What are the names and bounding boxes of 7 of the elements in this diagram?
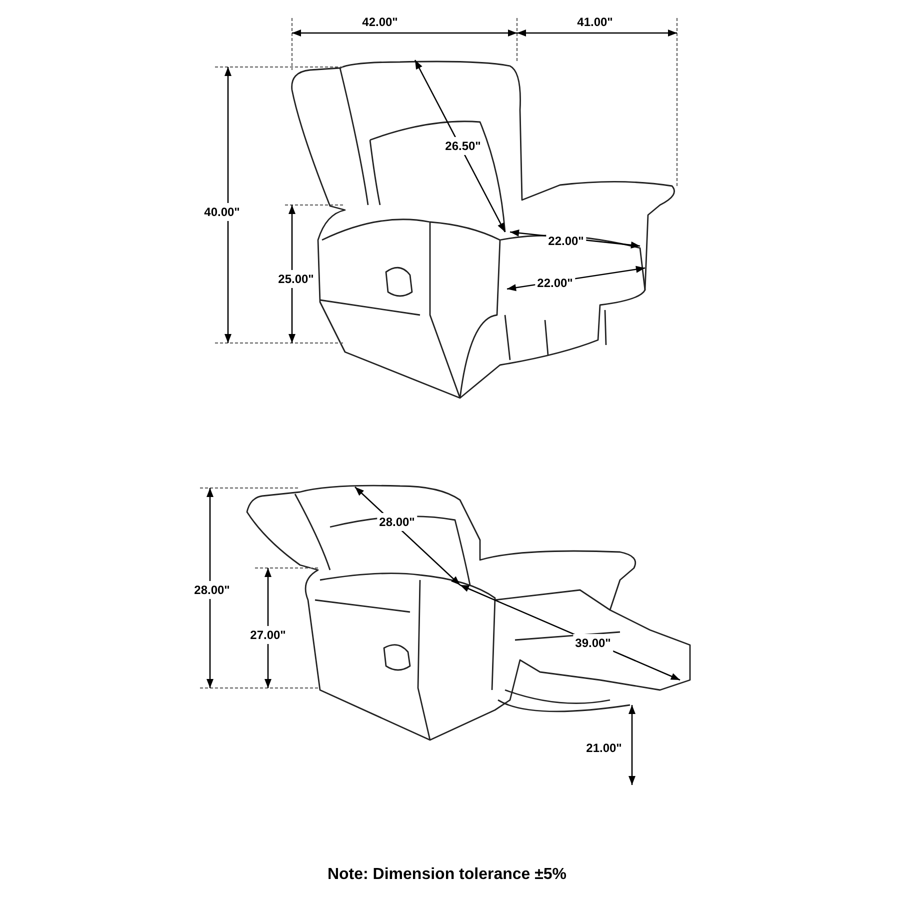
dimension-label: 27.00" xyxy=(248,626,288,644)
dimension-label: 40.00" xyxy=(202,203,242,221)
dimension-label: 39.00" xyxy=(573,634,613,652)
dimension-label: 25.00" xyxy=(276,270,316,288)
dimension-label: 26.50" xyxy=(443,137,483,155)
dimension-label: 28.00" xyxy=(377,513,417,531)
dimension-label: 28.00" xyxy=(192,581,232,599)
